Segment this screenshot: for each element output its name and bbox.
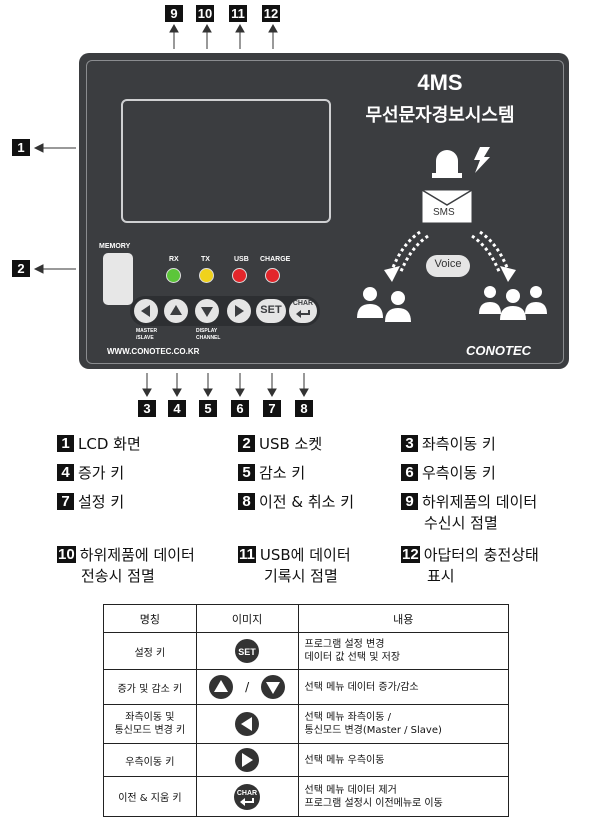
table-cell-image: / — [195, 669, 299, 705]
table-cell-desc: 선택 메뉴 데이터 증가/감소 — [297, 669, 509, 705]
table-cell-image — [195, 743, 299, 777]
device-panel-border — [86, 60, 564, 364]
master-slave-label-2: /SLAVE — [136, 335, 154, 341]
callout-10: 10 — [196, 5, 214, 22]
led-label-rx: RX — [169, 256, 179, 263]
table-cell-desc: 선택 메뉴 우측이동 — [297, 743, 509, 777]
table-cell-image: SET — [195, 632, 299, 670]
people-icon-right — [479, 286, 547, 320]
memory-label: MEMORY — [99, 243, 131, 250]
table-cell-image — [195, 704, 299, 744]
bottom-arrows — [142, 373, 309, 398]
svg-text:CHAR: CHAR — [237, 790, 257, 797]
table-row: 증가 및 감소 키 / 선택 메뉴 데이터 증가/감소 — [103, 669, 509, 705]
down-key-icon — [261, 675, 286, 699]
callout-6: 6 — [231, 400, 249, 417]
table-header: 내용 — [297, 604, 509, 633]
table-cell-image: CHAR — [195, 776, 299, 817]
led-label-charge: CHARGE — [260, 256, 291, 263]
button-strip — [130, 296, 320, 326]
callout-11: 11 — [229, 5, 247, 22]
voice-label: Voice — [434, 258, 462, 270]
table-cell-name: 이전 & 지움 키 — [103, 776, 197, 817]
set-key-label: SET — [260, 304, 282, 316]
led-rx — [166, 268, 181, 283]
callout-3: 3 — [138, 400, 156, 417]
display-channel-label-1: DISPLAY — [196, 328, 218, 334]
table-separator: / — [245, 680, 250, 694]
set-key-icon: SET — [235, 639, 260, 663]
left-key-icon — [235, 712, 260, 736]
sms-envelope-icon — [421, 189, 473, 224]
top-arrows — [169, 23, 278, 49]
callout-1: 1 — [12, 139, 30, 156]
callout-12: 12 — [262, 5, 280, 22]
siren-icon — [432, 147, 490, 178]
master-slave-label-1: MASTER — [136, 328, 158, 334]
table-cell-desc: 선택 메뉴 좌측이동 /통신모드 변경(Master / Slave) — [297, 704, 509, 744]
device-model: 4MS — [417, 70, 463, 95]
sms-label: SMS — [433, 207, 455, 218]
led-label-usb: USB — [234, 256, 249, 263]
led-usb — [232, 268, 247, 283]
voice-bubble — [426, 255, 470, 277]
set-key[interactable] — [256, 299, 286, 323]
callout-2: 2 — [12, 260, 30, 277]
brand-logo: CONOTEC — [466, 343, 531, 358]
table-row: 우측이동 키 선택 메뉴 우측이동 — [103, 743, 509, 777]
callout-5: 5 — [199, 400, 217, 417]
callout-4: 4 — [168, 400, 186, 417]
display-channel-label-2: CHANNEL — [196, 335, 221, 341]
up-key-icon — [208, 675, 233, 699]
callout-7: 7 — [263, 400, 281, 417]
usb-memory-slot — [103, 253, 133, 305]
up-key[interactable] — [163, 298, 189, 324]
lcd-screen — [121, 99, 331, 223]
right-key[interactable] — [226, 298, 252, 324]
led-tx — [199, 268, 214, 283]
callout-9: 9 — [165, 5, 183, 22]
down-key[interactable] — [194, 298, 220, 324]
right-key-icon — [235, 748, 260, 772]
svg-text:SET: SET — [238, 647, 256, 657]
device-name: 무선문자경보시스템 — [365, 105, 515, 126]
left-key[interactable] — [133, 298, 159, 324]
table-header-row: 명칭 이미지 내용 — [103, 604, 509, 633]
table-header: 명칭 — [103, 604, 197, 633]
char-key[interactable] — [289, 299, 317, 323]
char-key-label: CHAR — [292, 300, 314, 307]
char-key-icon: CHAR — [234, 783, 261, 810]
callout-8: 8 — [295, 400, 313, 417]
website-url: WWW.CONOTEC.CO.KR — [107, 347, 200, 356]
voice-waves-icon — [384, 230, 516, 282]
people-icon-left — [357, 287, 411, 322]
table-cell-name: 설정 키 — [103, 632, 197, 670]
led-label-tx: TX — [201, 256, 210, 263]
table-cell-name: 우측이동 키 — [103, 743, 197, 777]
table-cell-name: 증가 및 감소 키 — [103, 669, 197, 705]
left-arrows — [33, 143, 76, 274]
led-charge — [265, 268, 280, 283]
table-header: 이미지 — [195, 604, 299, 633]
return-arrow-icon — [296, 310, 310, 318]
